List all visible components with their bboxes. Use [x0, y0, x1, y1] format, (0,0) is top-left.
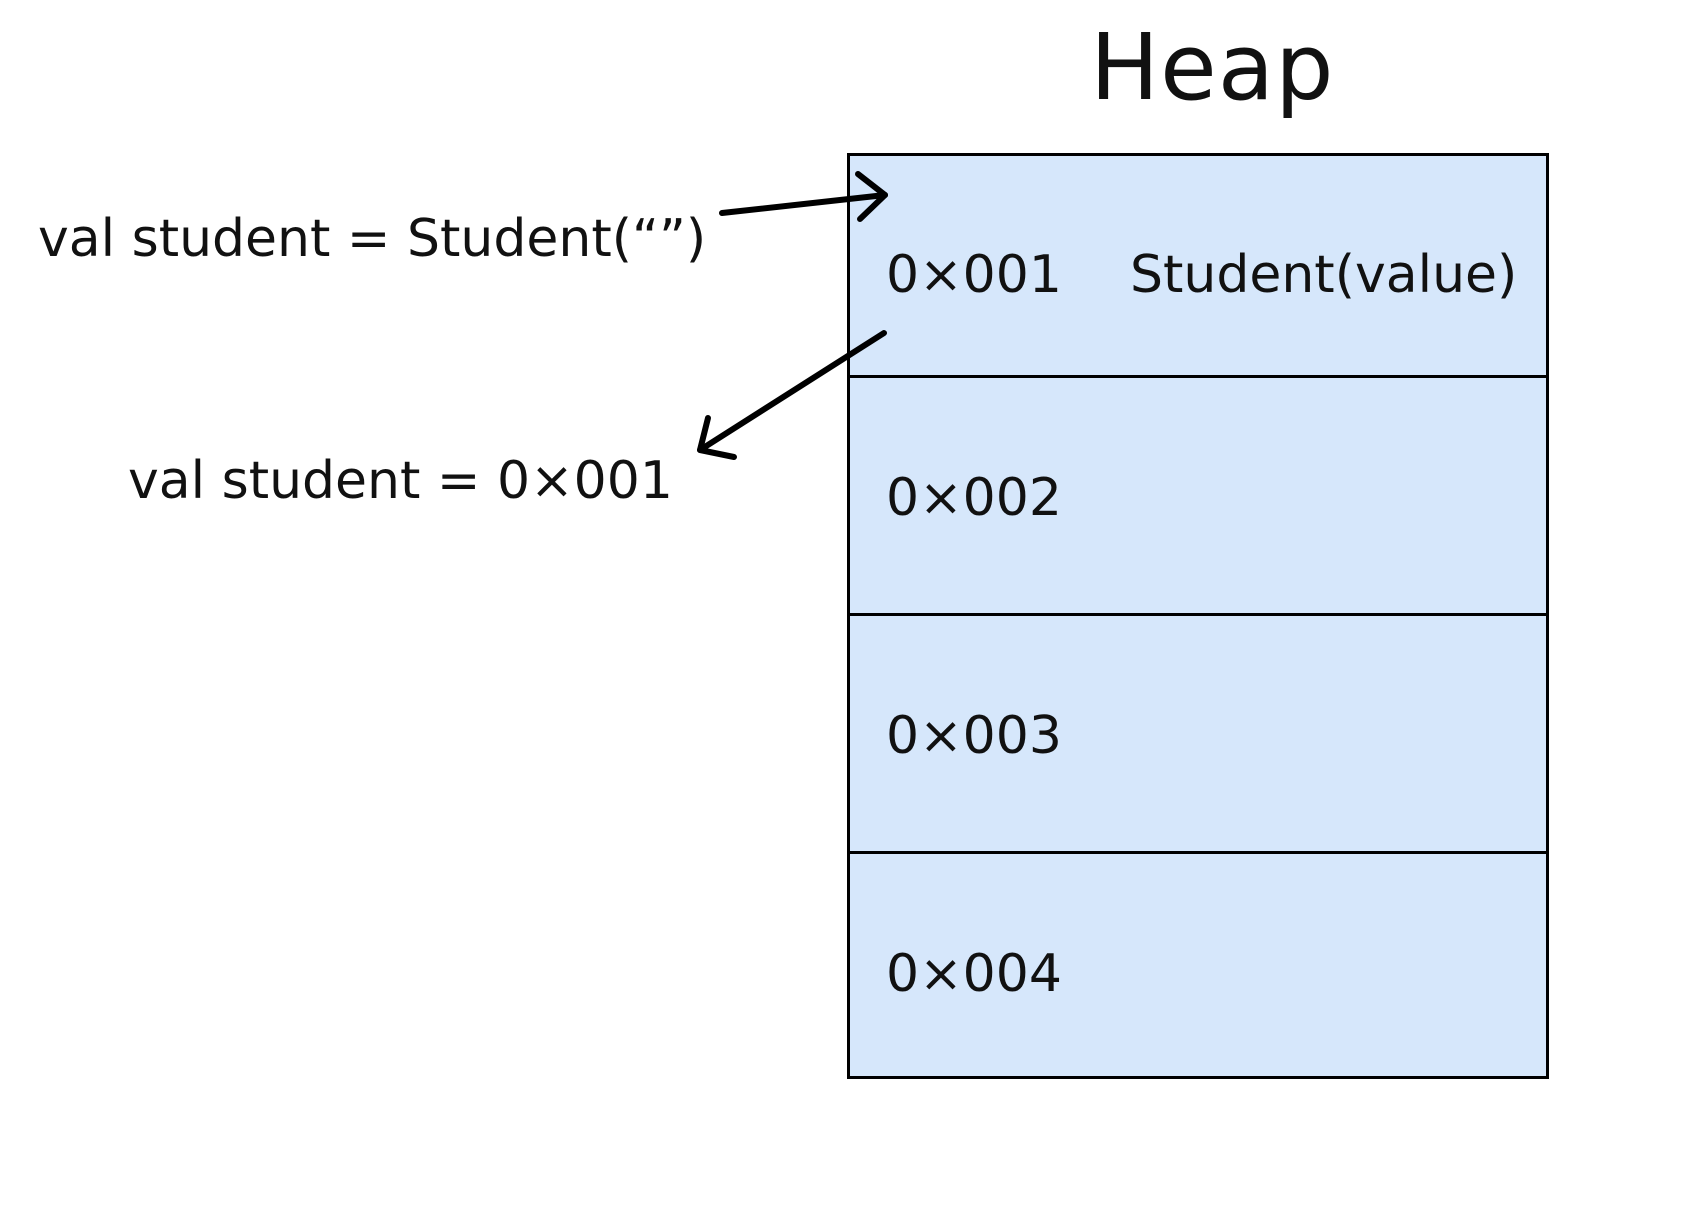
heap-title: Heap: [1090, 14, 1335, 121]
heap-cell-address: 0×004: [886, 944, 1062, 1004]
heap-cell-address: 0×002: [886, 468, 1062, 528]
heap-cell-value: Student(value): [1130, 245, 1518, 305]
heap-cell: 0×004: [850, 854, 1546, 1076]
heap-cell: 0×003: [850, 616, 1546, 854]
heap-cell-address: 0×001: [886, 245, 1062, 305]
heap-cell: 0×001 Student(value): [850, 156, 1546, 378]
student-reference-code: val student = 0×001: [128, 451, 673, 511]
return-arrowhead: [697, 415, 737, 460]
heap-cell-address: 0×003: [886, 706, 1062, 766]
heap-cell: 0×002: [850, 378, 1546, 616]
heap-memory-block: 0×001 Student(value) 0×002 0×003 0×004: [847, 153, 1549, 1079]
student-constructor-code: val student = Student(“”): [38, 209, 707, 269]
